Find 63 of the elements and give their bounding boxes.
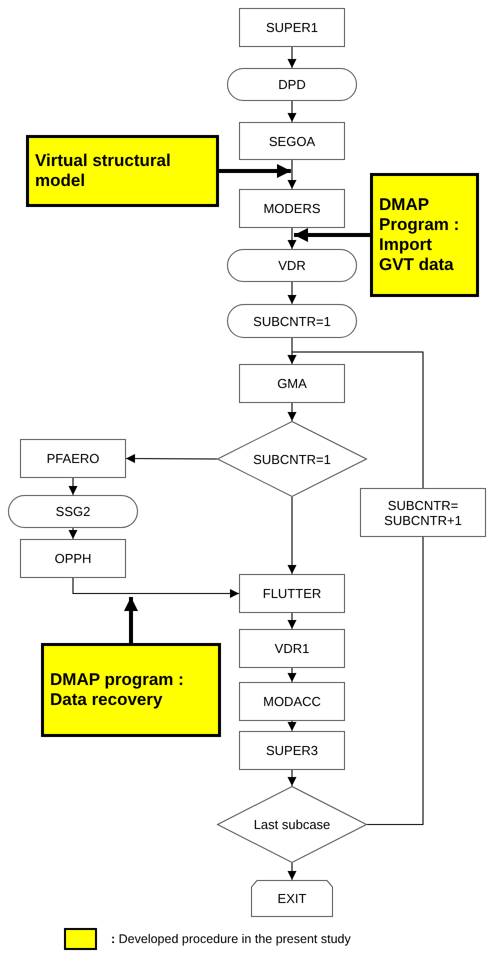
callout-box [41, 643, 221, 737]
connector-arrow [288, 352, 424, 488]
process-box [239, 574, 345, 613]
connector-arrow [68, 478, 78, 496]
process-box [20, 539, 126, 578]
connector-arrow [288, 862, 296, 880]
connector-arrow [288, 668, 296, 682]
connector-arrow [126, 454, 218, 464]
step-label: VDR [278, 258, 306, 273]
callout-text: Virtual structural model [35, 151, 172, 191]
process-box [239, 364, 345, 403]
connector-arrow [288, 496, 296, 574]
thick-arrow [219, 164, 291, 178]
end-box [251, 880, 333, 917]
step-label: MODERS [263, 201, 321, 216]
step-label: PFAERO [46, 451, 100, 466]
process-box [239, 122, 345, 160]
step-label: DPD [278, 77, 306, 92]
step-label: FLUTTER [262, 586, 322, 601]
thick-arrow [124, 597, 138, 643]
connector-arrow [288, 46, 296, 68]
thick-arrow [294, 228, 370, 242]
callout-box [26, 135, 219, 207]
connector-arrow [72, 578, 240, 598]
step-label: SSG2 [56, 504, 90, 519]
process-box [239, 8, 345, 47]
connector-arrow [288, 612, 296, 630]
process-box [239, 731, 345, 770]
process-box [239, 629, 345, 668]
process-box [360, 488, 486, 537]
connector-arrow [288, 402, 296, 422]
step-label: OPPH [54, 551, 92, 566]
step-label: SEGOA [268, 134, 316, 148]
step-label: VDR1 [274, 641, 310, 656]
connector-arrow [288, 160, 296, 190]
step-label: SUBCNTR= SUBCNTR+1 [383, 498, 463, 528]
step-label: EXIT [278, 891, 306, 906]
connector-arrow [288, 282, 296, 304]
step-label: Last subcase [254, 817, 330, 832]
connector-arrow [288, 100, 296, 122]
step-label: SUBCNTR=1 [253, 452, 331, 466]
terminal-box [227, 68, 357, 101]
step-label: SUPER1 [266, 20, 318, 35]
terminal-box [227, 249, 357, 282]
process-box [239, 682, 345, 721]
process-box [20, 439, 126, 478]
step-label: SUPER3 [266, 743, 318, 758]
step-label: GMA [277, 376, 307, 391]
process-box [239, 189, 345, 228]
legend-text: : Developed procedure in the present study [111, 932, 351, 946]
terminal-box [227, 304, 357, 338]
connector-arrow [288, 770, 296, 786]
terminal-box [8, 495, 138, 528]
connector-arrow [68, 528, 78, 540]
connector-arrow [288, 228, 296, 250]
callout-text: DMAP program : Data recovery [50, 670, 185, 710]
callout-box [370, 173, 479, 297]
step-label: MODACC [263, 694, 321, 709]
decision-diamond [217, 421, 367, 497]
step-label: SUBCNTR=1 [253, 314, 331, 328]
callout-text: DMAP Program : Import GVT data [379, 195, 460, 275]
connector-arrow [288, 720, 296, 732]
decision-diamond [217, 786, 367, 863]
